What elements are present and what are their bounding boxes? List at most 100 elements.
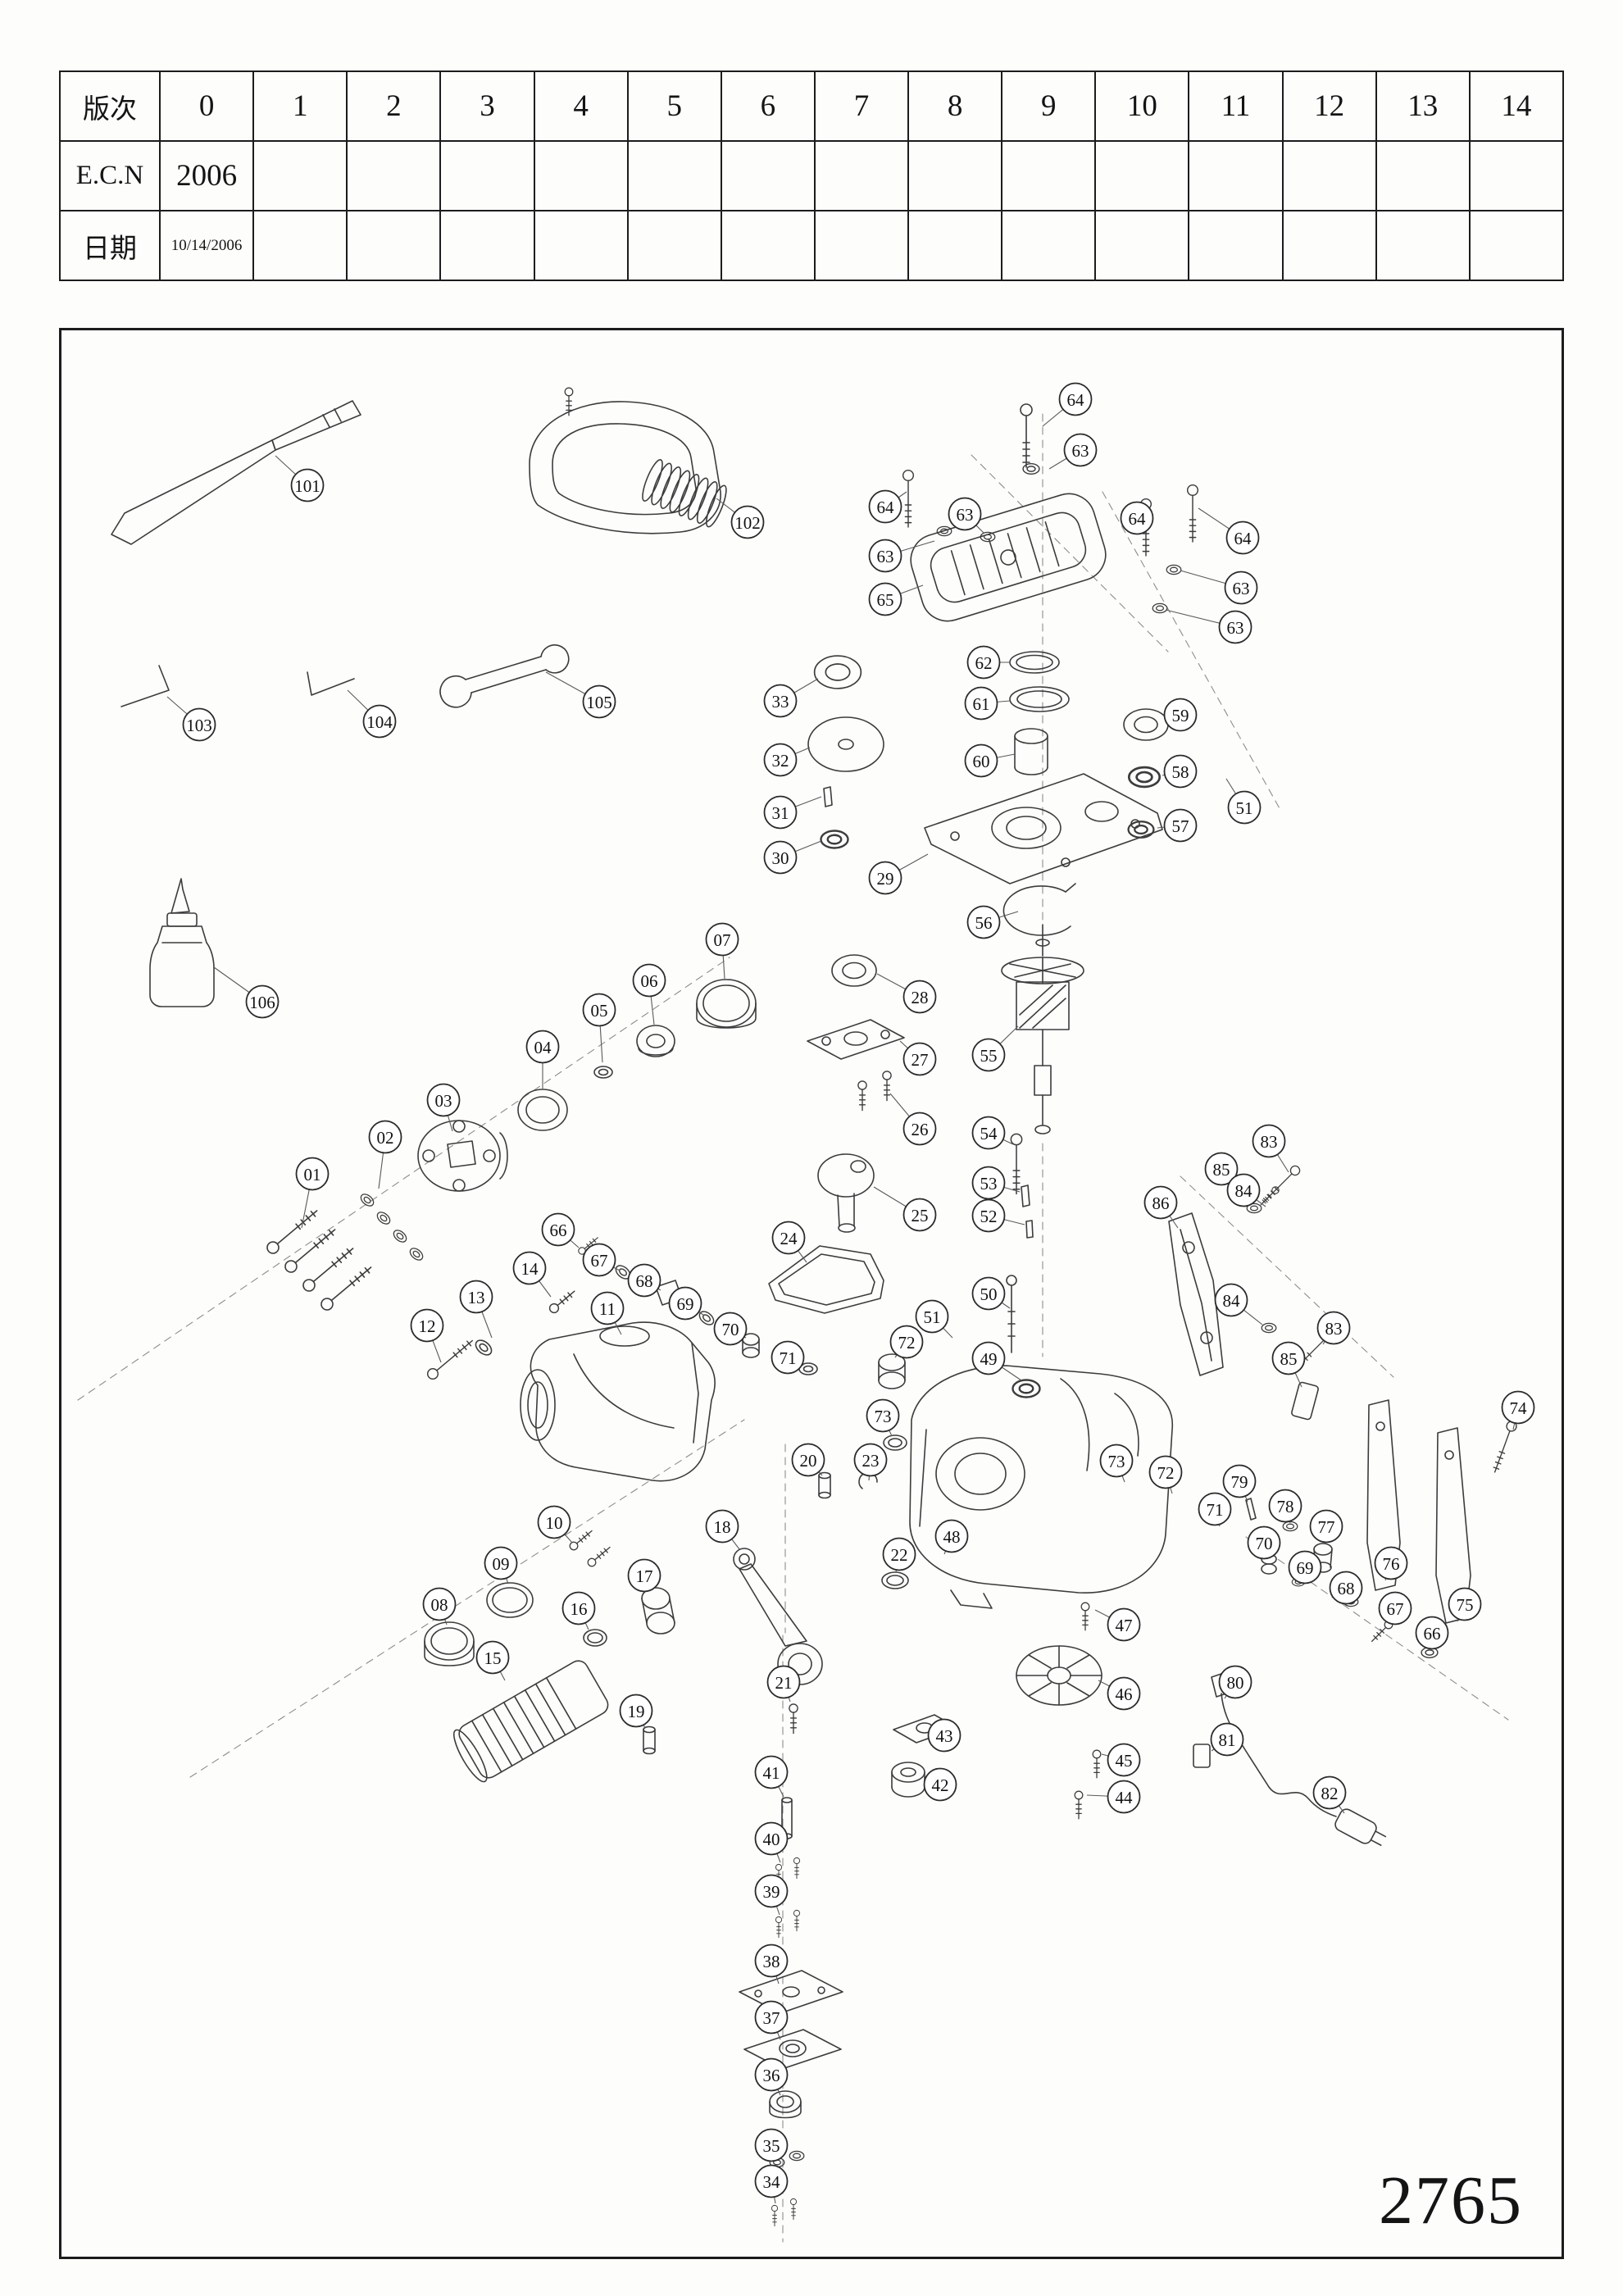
callout-30	[763, 840, 798, 875]
rev-cell: 0	[158, 70, 255, 142]
callout-label-21: 21	[775, 1673, 793, 1693]
callout-label-66: 66	[550, 1221, 567, 1240]
callout-72	[1148, 1455, 1183, 1489]
callout-label-31: 31	[772, 803, 789, 823]
part-side-handle	[529, 387, 727, 534]
callout-label-74: 74	[1510, 1398, 1528, 1418]
callout-label-60: 60	[973, 752, 990, 771]
rev-cell	[1281, 210, 1377, 281]
callout-81	[1210, 1722, 1244, 1757]
callout-label-86: 86	[1152, 1193, 1170, 1213]
callout-07	[705, 922, 739, 957]
callout-label-64: 64	[877, 498, 895, 517]
callout-label-64: 64	[1067, 390, 1085, 410]
rev-cell: 11	[1188, 70, 1284, 142]
callout-67	[582, 1243, 616, 1277]
rev-cell	[626, 140, 722, 211]
callout-29	[868, 861, 902, 895]
callout-68	[1329, 1571, 1363, 1605]
callout-61	[964, 686, 998, 721]
rev-cell: 4	[533, 70, 629, 142]
rev-cell: 10/14/2006	[158, 210, 255, 281]
callout-45	[1107, 1743, 1141, 1777]
callout-106	[245, 984, 280, 1019]
callout-51	[915, 1299, 949, 1334]
callout-label-52: 52	[980, 1207, 998, 1226]
callout-38	[754, 1944, 789, 1978]
part-hex-key-small	[120, 665, 170, 707]
rev-cell	[346, 210, 442, 281]
callout-label-44: 44	[1116, 1788, 1134, 1807]
rev-cell: 13	[1375, 70, 1471, 142]
rev-cell	[1188, 140, 1284, 211]
callout-label-56: 56	[975, 913, 993, 933]
rev-cell	[252, 140, 348, 211]
callout-63	[868, 539, 902, 573]
callout-14	[512, 1251, 547, 1285]
callout-label-59: 59	[1172, 706, 1189, 725]
callout-76	[1374, 1546, 1408, 1580]
callout-73	[866, 1398, 900, 1433]
callout-09	[484, 1546, 518, 1580]
callout-32	[763, 743, 798, 777]
callout-label-49: 49	[980, 1349, 998, 1369]
callout-79	[1222, 1464, 1257, 1498]
callout-21	[766, 1665, 801, 1699]
callout-label-25: 25	[912, 1206, 929, 1225]
brush-and-cord	[1193, 1673, 1387, 1846]
callout-105	[582, 684, 616, 719]
callout-label-102: 102	[734, 513, 761, 533]
callout-label-07: 07	[714, 930, 731, 950]
callout-label-73: 73	[1108, 1452, 1125, 1471]
rev-cell: 10	[1094, 70, 1190, 142]
callout-label-57: 57	[1172, 816, 1189, 836]
part-oil-bottle	[149, 878, 215, 1007]
armature-fasteners	[1006, 1133, 1041, 1398]
callout-label-11: 11	[599, 1299, 616, 1319]
callout-label-30: 30	[772, 848, 789, 868]
callout-39	[754, 1874, 789, 1908]
callout-label-41: 41	[763, 1763, 780, 1783]
side-plates-and-switch	[1245, 1399, 1471, 1659]
rev-cell	[1094, 140, 1190, 211]
callout-label-50: 50	[980, 1284, 998, 1304]
callout-65	[868, 582, 902, 616]
callout-label-51: 51	[1236, 798, 1253, 818]
rev-cell	[439, 210, 535, 281]
callout-85	[1204, 1152, 1239, 1186]
callout-label-66: 66	[1424, 1624, 1441, 1644]
callout-label-72: 72	[898, 1333, 916, 1353]
callout-label-61: 61	[973, 694, 990, 714]
callout-label-18: 18	[714, 1517, 731, 1537]
callout-label-64: 64	[1129, 509, 1147, 529]
callout-47	[1107, 1607, 1141, 1642]
callout-label-70: 70	[1256, 1534, 1273, 1553]
rev-cell: 7	[813, 70, 910, 142]
callout-35	[754, 2128, 789, 2162]
callout-label-10: 10	[546, 1513, 563, 1533]
callout-34	[754, 2164, 789, 2198]
rev-cell	[907, 140, 1003, 211]
callout-73	[1099, 1444, 1134, 1478]
callout-64	[1225, 521, 1260, 555]
rev-cell	[907, 210, 1003, 281]
callout-49	[971, 1341, 1006, 1375]
part-motor-housing	[909, 1365, 1173, 1609]
callout-70	[713, 1312, 748, 1346]
rev-cell	[720, 210, 816, 281]
rev-row-label: E.C.N	[59, 140, 161, 211]
callout-label-55: 55	[980, 1046, 998, 1066]
callout-56	[966, 905, 1001, 939]
callout-label-70: 70	[722, 1320, 739, 1339]
callout-label-15: 15	[484, 1648, 502, 1668]
callout-label-65: 65	[877, 590, 894, 610]
part-hex-key-large	[307, 671, 355, 696]
callout-label-84: 84	[1223, 1291, 1241, 1311]
part-chisel	[111, 400, 361, 545]
gearbox-fasteners	[425, 1234, 907, 1569]
callout-10	[537, 1505, 571, 1539]
callout-22	[882, 1537, 916, 1571]
part-armature	[1001, 924, 1084, 1134]
callout-83	[1252, 1124, 1286, 1158]
callout-label-13: 13	[468, 1288, 485, 1307]
